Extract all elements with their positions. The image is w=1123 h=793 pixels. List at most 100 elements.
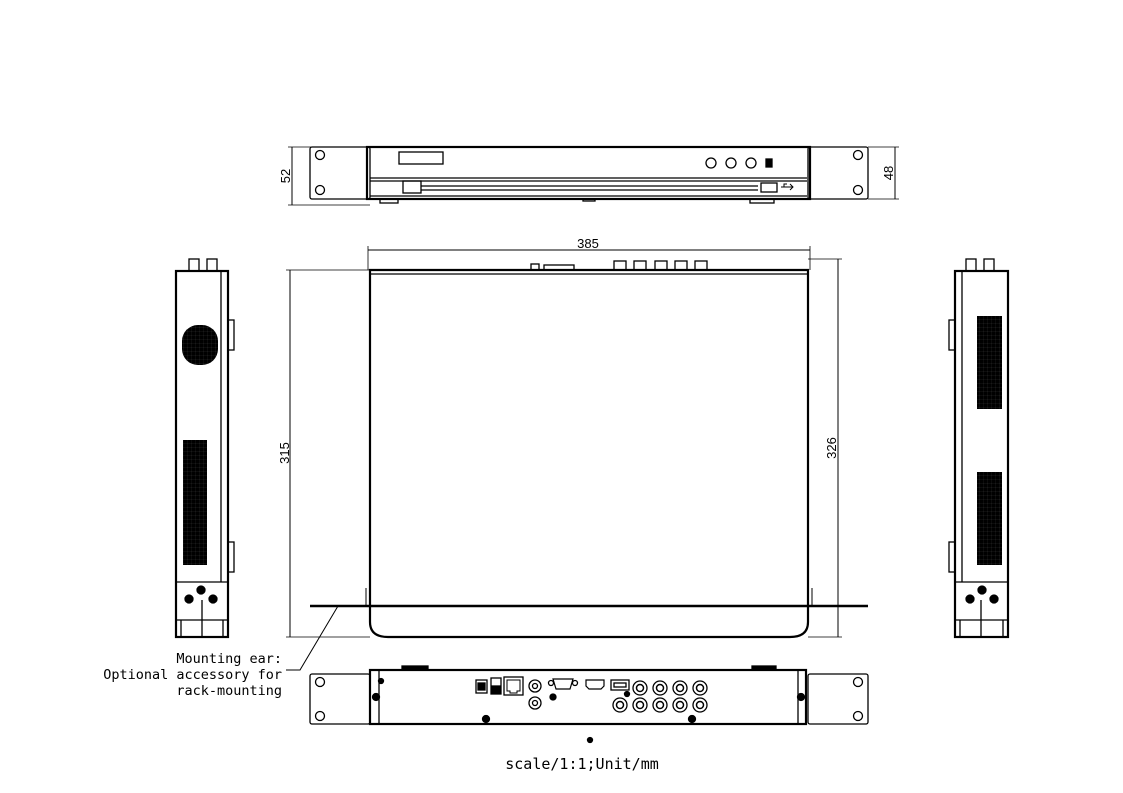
bnc-connector-icon	[675, 700, 685, 710]
center-mark	[586, 736, 594, 744]
front-knob-icon	[725, 157, 737, 169]
bnc-connector-icon	[632, 680, 648, 696]
vga-screw-icon	[547, 679, 555, 687]
front-display-window	[398, 151, 444, 165]
screw-icon	[481, 714, 491, 724]
front-knob-icon	[745, 157, 757, 169]
screw-icon	[977, 585, 987, 595]
dimension-front-outer-height: 52	[278, 169, 293, 183]
vga-screw-icon	[571, 679, 579, 687]
screw-icon	[687, 714, 697, 724]
ethernet-port-icon	[506, 679, 521, 694]
bnc-connector-icon	[635, 700, 645, 710]
left-side-view	[174, 258, 235, 639]
foot	[749, 198, 775, 204]
top-view	[286, 246, 868, 671]
front-chassis	[365, 145, 812, 201]
mounting-hole-icon	[852, 149, 864, 161]
bnc-connector-icon	[612, 697, 628, 713]
vent-grille	[183, 440, 207, 565]
bnc-connector-icon	[672, 697, 688, 713]
right-side-view	[948, 258, 1010, 639]
bnc-connector-icon	[633, 260, 647, 271]
bnc-connector-icon	[692, 697, 708, 713]
bnc-connector-icon	[654, 260, 668, 271]
screw-icon	[371, 692, 381, 702]
foot	[401, 665, 429, 671]
front-ir-sensor	[765, 158, 773, 168]
usb-icon	[610, 679, 630, 691]
power-switch-icon	[491, 685, 501, 694]
bnc-connector-icon	[692, 680, 708, 696]
ethernet-port-icon	[503, 676, 524, 696]
power-switch-icon	[490, 677, 502, 695]
bnc-connector-icon	[695, 700, 705, 710]
mounting-hole-icon	[852, 184, 864, 196]
mounting-hole-icon	[314, 710, 326, 722]
screw-icon	[965, 594, 975, 604]
side-latch	[948, 319, 956, 351]
dimension-front-inner-height: 48	[881, 166, 896, 180]
audio-jack-icon	[531, 682, 539, 690]
screw-icon	[989, 594, 999, 604]
usb-icon	[613, 682, 627, 688]
vga-port-icon	[552, 678, 574, 690]
bnc-connector-icon	[675, 683, 685, 693]
callout-line-2: Optional accessory for	[103, 667, 282, 683]
callout-line-3: rack-mounting	[176, 683, 282, 699]
callout-line-1: Mounting ear:	[176, 651, 282, 667]
bnc-connector-icon	[695, 683, 705, 693]
foot	[379, 198, 399, 204]
power-input-icon	[477, 682, 486, 691]
screw-icon	[623, 690, 631, 698]
side-connector-icon	[188, 258, 200, 272]
audio-jack-icon	[531, 699, 539, 707]
bnc-connector-icon	[652, 680, 668, 696]
front-left-mounting-ear	[309, 146, 371, 200]
dimension-top-depth-overall: 326	[824, 437, 839, 459]
mounting-hole-icon	[314, 676, 326, 688]
scale-caption: scale/1:1;Unit/mm	[505, 755, 659, 773]
dimension-top-depth: 315	[277, 442, 292, 464]
bnc-connector-icon	[635, 683, 645, 693]
screw-icon	[549, 693, 557, 701]
rear-chassis	[368, 668, 808, 726]
side-latch	[227, 541, 235, 573]
screw-icon	[796, 692, 806, 702]
side-connector-icon	[965, 258, 977, 272]
side-latch	[227, 319, 235, 351]
screw-icon	[184, 594, 194, 604]
mounting-hole-icon	[852, 676, 864, 688]
bnc-connector-icon	[632, 697, 648, 713]
foot	[751, 665, 777, 671]
vent-grille	[977, 472, 1002, 565]
speaker-grille	[182, 325, 218, 365]
bnc-connector-icon	[655, 683, 665, 693]
bnc-connector-icon	[674, 260, 688, 271]
screw-icon	[196, 585, 206, 595]
side-connector-icon	[983, 258, 995, 272]
mounting-hole-icon	[314, 184, 326, 196]
mounting-hole-icon	[314, 149, 326, 161]
hdmi-port-icon	[585, 679, 605, 690]
callout-leader-line	[286, 605, 339, 671]
bnc-connector-icon	[652, 697, 668, 713]
front-right-mounting-ear	[807, 146, 869, 200]
rear-view	[309, 665, 869, 744]
side-connector-icon	[206, 258, 218, 272]
usb-symbol-icon	[781, 183, 794, 191]
front-hdd-bay	[402, 180, 422, 194]
rear-connector-outline	[613, 260, 627, 271]
rear-right-mounting-ear	[807, 673, 869, 725]
audio-jack-icon	[528, 679, 542, 693]
top-chassis	[368, 268, 810, 639]
front-knob-icon	[705, 157, 717, 169]
bnc-connector-icon	[694, 260, 708, 271]
side-latch	[948, 541, 956, 573]
bnc-connector-icon	[672, 680, 688, 696]
audio-jack-icon	[528, 696, 542, 710]
vent-grille	[977, 316, 1002, 409]
rear-left-mounting-ear	[309, 673, 371, 725]
bnc-connector-icon	[655, 700, 665, 710]
